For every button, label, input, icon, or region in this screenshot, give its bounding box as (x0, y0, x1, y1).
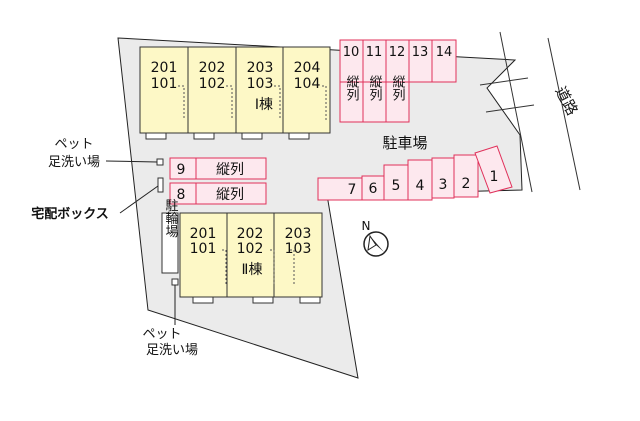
b2-unit-3-upper: 203 (285, 226, 312, 242)
parking-10-tag: 縦列 (344, 75, 360, 102)
b2-unit-1-lower: 101 (190, 241, 217, 257)
parking-9-tag: 縦列 (216, 162, 244, 178)
b1-unit-4-lower: 104 (294, 76, 321, 92)
parking-label: 駐車場 (382, 134, 427, 152)
b2-unit-3-lower: 103 (285, 241, 312, 257)
north-label: N (362, 219, 371, 233)
pet-wash-bottom-line1: ペット (142, 327, 181, 342)
b2-unit-2-upper: 202 (237, 226, 264, 242)
b2-unit-2-lower: 102 (237, 241, 264, 257)
parking-8-num: 8 (177, 187, 186, 203)
parking-top-row: 10 11 12 13 14 縦列 縦列 縦列 (339, 39, 457, 123)
bicycle-parking: 駐輪場 (161, 199, 179, 274)
b1-name: Ⅰ棟 (255, 97, 273, 113)
parking-1-num: 1 (490, 169, 499, 185)
parking-3-num: 3 (439, 177, 448, 193)
parking-12-num: 12 (389, 45, 406, 60)
b1-unit-4-upper: 204 (294, 60, 321, 76)
parking-6-num: 6 (369, 181, 378, 197)
building-2: 201 101 202 102 203 103 Ⅱ棟 (179, 212, 323, 304)
parking-5-num: 5 (392, 178, 401, 194)
north-compass-icon: N (362, 219, 389, 257)
b1-unit-2-lower: 102 (199, 76, 226, 92)
delivery-box-label: 宅配ボックス (31, 206, 109, 222)
parking-4-num: 4 (416, 178, 425, 194)
parking-12-tag: 縦列 (390, 75, 406, 102)
pet-wash-top-marker (156, 158, 164, 166)
b1-unit-3-lower: 103 (247, 76, 274, 92)
road-label: 道路 (551, 83, 581, 118)
parking-14-num: 14 (436, 45, 453, 60)
b2-unit-1-upper: 201 (190, 226, 217, 242)
parking-13-num: 13 (412, 45, 429, 60)
parking-10-num: 10 (343, 45, 360, 60)
building-1: 201 101 202 102 203 103 204 104 Ⅰ棟 (139, 46, 331, 140)
parking-middle-rows: 9 縦列 8 縦列 (169, 157, 267, 205)
parking-bottom-row: 7 6 5 4 3 2 1 (317, 145, 513, 201)
pet-wash-bottom-line2: 足洗い場 (146, 343, 198, 358)
parking-7-num: 7 (348, 182, 357, 198)
delivery-box-marker (157, 177, 164, 193)
parking-11-num: 11 (366, 45, 383, 60)
bicycle-label: 駐輪場 (163, 199, 179, 238)
parking-11-tag: 縦列 (367, 75, 383, 102)
b1-unit-1-upper: 201 (151, 60, 178, 76)
parking-9-num: 9 (177, 162, 186, 178)
pet-wash-top-line1: ペット (54, 137, 93, 152)
b2-name: Ⅱ棟 (242, 262, 263, 278)
parking-8-tag: 縦列 (216, 187, 244, 203)
pet-wash-top-line2: 足洗い場 (48, 155, 100, 170)
parking-2-num: 2 (462, 176, 471, 192)
pet-wash-bottom-marker (171, 278, 179, 286)
b1-unit-3-upper: 203 (247, 60, 274, 76)
b1-unit-1-lower: 101 (151, 76, 178, 92)
b1-unit-2-upper: 202 (199, 60, 226, 76)
